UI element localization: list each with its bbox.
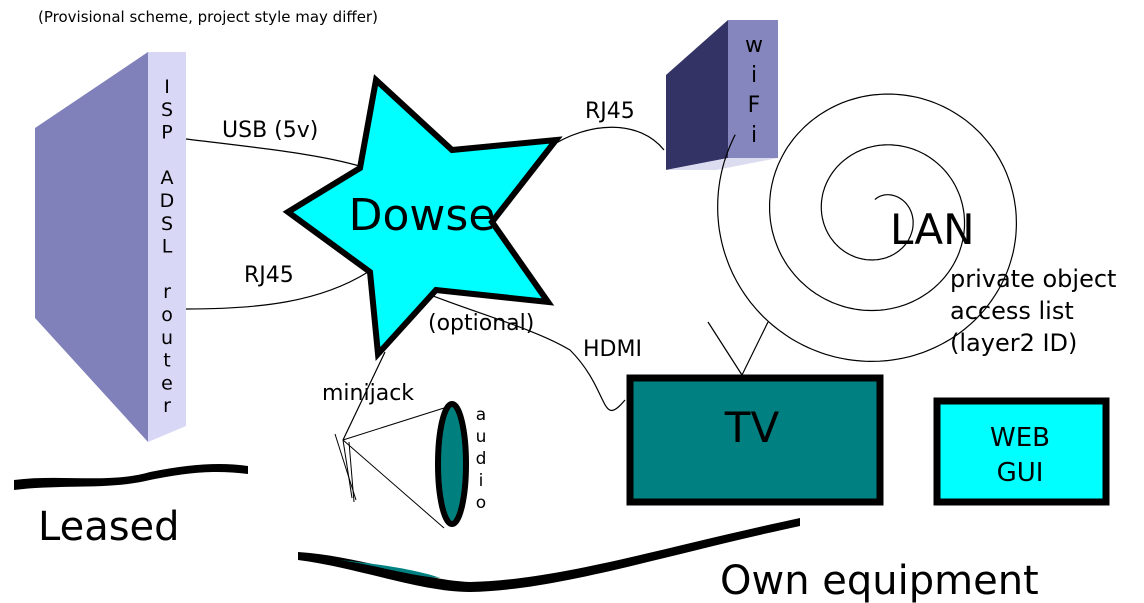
web-gui-box — [933, 397, 1110, 506]
hdmi-label: HDMI — [583, 337, 642, 362]
tv: TV — [626, 374, 884, 506]
audio-letter: u — [476, 427, 487, 447]
web-gui-line-1: WEB — [990, 423, 1050, 453]
router-letter: u — [161, 327, 173, 349]
dowse-star: Dowse — [282, 74, 563, 362]
lan-spiral — [717, 93, 1018, 363]
tv-screen — [626, 374, 884, 506]
lan-caption-line: (layer2 ID) — [950, 329, 1077, 357]
leased-label: Leased — [38, 504, 180, 550]
router-letter: L — [162, 236, 173, 258]
lan-caption: private object access list (layer2 ID) — [950, 265, 1116, 357]
leased-brush-stroke — [14, 464, 248, 490]
router-letter: S — [161, 99, 173, 121]
rj45-router-label: RJ45 — [244, 263, 294, 288]
rj45-wifi-label: RJ45 — [585, 99, 635, 124]
router-front-face — [148, 52, 186, 442]
lan-label: LAN — [890, 205, 975, 254]
web-gui: WEB GUI — [933, 397, 1110, 506]
router-letter: P — [161, 122, 172, 144]
rj45-wifi-cable — [547, 126, 665, 151]
tv-antenna-right — [741, 321, 769, 376]
router-letter: S — [161, 213, 173, 235]
lan-caption-line: access list — [950, 297, 1074, 325]
wifi-front-face — [728, 20, 778, 158]
usb-cable — [185, 138, 373, 171]
own-brush-highlight — [340, 560, 440, 578]
router-letter: e — [161, 372, 173, 394]
provisional-note: (Provisional scheme, project style may d… — [38, 8, 378, 26]
router-letter: r — [163, 395, 171, 417]
speaker-ellipse — [435, 401, 469, 527]
own-brush-stroke — [298, 518, 800, 592]
wifi-letter: i — [751, 63, 757, 88]
tv-label: TV — [724, 403, 780, 452]
dowse-star-shape — [282, 74, 563, 362]
rj45-router-cable — [185, 271, 369, 310]
own-equipment-label: Own equipment — [720, 558, 1039, 603]
router-letter: I — [164, 76, 170, 98]
audio-letter: i — [479, 471, 484, 491]
dowse-label: Dowse — [349, 190, 496, 241]
connection-lines — [185, 126, 769, 441]
usb-label: USB (5v) — [222, 118, 318, 143]
wifi-side-face — [666, 20, 728, 170]
minijack-plug — [334, 407, 445, 529]
wifi-letter: w — [745, 33, 763, 58]
minijack-cable — [342, 351, 386, 441]
lan-caption-line: private object — [950, 265, 1116, 293]
wifi-letter: F — [748, 93, 761, 118]
router-letter: D — [160, 190, 175, 212]
router-letter: r — [163, 281, 171, 303]
router-side-face — [35, 52, 148, 442]
optional-label: (optional) — [428, 311, 534, 336]
router-letter: t — [163, 350, 170, 372]
minijack-label: minijack — [322, 381, 414, 406]
router-letter: o — [161, 304, 173, 326]
wifi-letter: i — [751, 123, 757, 148]
audio-letter: o — [476, 493, 486, 513]
wifi-bottom-face — [666, 158, 778, 170]
audio-letter: d — [476, 449, 487, 469]
router-letter: A — [161, 167, 174, 189]
web-gui-line-2: GUI — [997, 458, 1044, 488]
tv-antenna-left — [707, 321, 743, 376]
audio-letter: a — [476, 405, 486, 425]
